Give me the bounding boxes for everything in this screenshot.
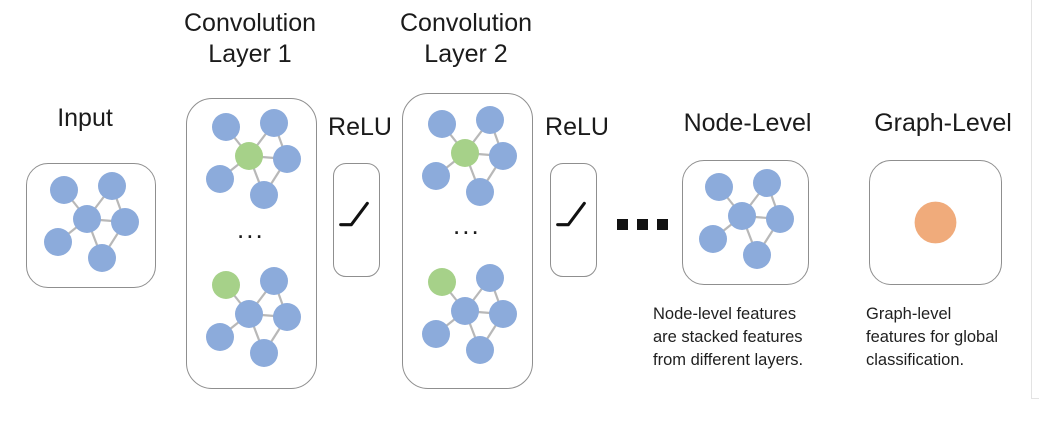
page-rule-horizontal <box>1031 398 1039 399</box>
graph-level-caption: Graph-level features for global classifi… <box>866 305 999 369</box>
node-level-heading: Node-Level <box>683 109 812 137</box>
conv2-bottom-highlighted-node <box>428 268 456 296</box>
conv2-bottom-graph <box>422 264 517 364</box>
relu2-box <box>550 163 597 277</box>
conv2-top-graph <box>422 106 517 206</box>
conv1-top-graph <box>206 109 301 209</box>
conv2-top-highlighted-node <box>451 139 479 167</box>
graph-level-heading: Graph-Level <box>874 109 1012 137</box>
node-level-box <box>682 160 809 285</box>
conv1-bottom-highlighted-node <box>212 271 240 299</box>
conv1-top-highlighted-node <box>235 142 263 170</box>
relu1-heading: ReLU <box>328 113 392 141</box>
relu1-activation-curve-icon <box>339 201 369 227</box>
ellipsis-dot <box>657 219 668 230</box>
node-level-graph <box>699 169 794 269</box>
node-level-caption: Node-level features are stacked features… <box>653 305 804 369</box>
more-layers-ellipsis <box>617 219 668 230</box>
relu2-heading: ReLU <box>545 113 609 141</box>
input-graph-box <box>26 163 156 288</box>
input-graph <box>44 172 139 272</box>
conv1-bottom-graph <box>206 267 301 367</box>
ellipsis-dot <box>637 219 648 230</box>
conv2-box: ... <box>402 93 533 389</box>
graph-level-box <box>869 160 1002 285</box>
input-heading: Input <box>57 104 113 132</box>
conv1-box: ... <box>186 98 317 389</box>
graph-level-pooled-node <box>914 201 957 244</box>
relu2-activation-curve-icon <box>556 201 586 227</box>
conv1-ellipsis: ... <box>237 214 265 244</box>
relu1-box <box>333 163 380 277</box>
conv2-heading: Convolution Layer 2 <box>399 9 533 68</box>
conv2-ellipsis: ... <box>453 210 481 240</box>
conv1-heading: Convolution Layer 1 <box>183 9 317 68</box>
ellipsis-dot <box>617 219 628 230</box>
page-rule-vertical <box>1031 0 1032 398</box>
